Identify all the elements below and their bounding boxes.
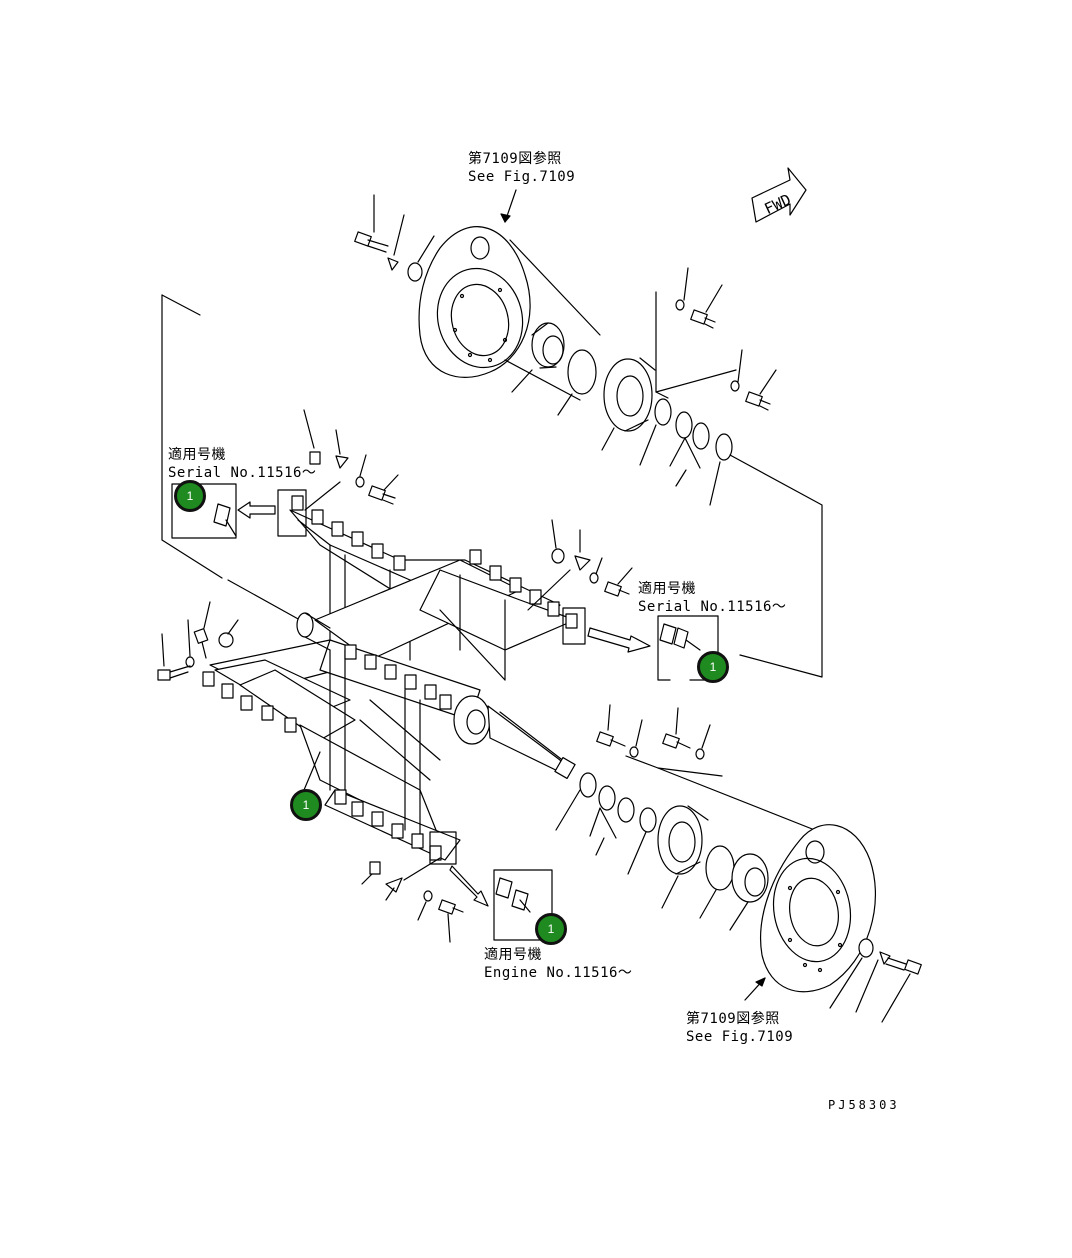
- bottom-engine-en: Engine No.11516～: [484, 965, 633, 981]
- track-frame-assembly: [162, 295, 585, 864]
- frame-hardware-lower: [304, 752, 552, 942]
- upper-cover-assembly: [355, 190, 822, 677]
- callout-marker-right[interactable]: 1: [697, 651, 729, 683]
- bottom-reference-en: See Fig.7109: [686, 1029, 794, 1045]
- callout-marker-frame[interactable]: 1: [290, 789, 322, 821]
- callout-circle-icon: 1: [709, 660, 717, 674]
- right-serial-jp: 適用号機: [638, 581, 696, 597]
- callout-circle-icon: 1: [302, 798, 310, 812]
- callout-circle-icon: 1: [186, 489, 194, 503]
- top-reference-en: See Fig.7109: [468, 169, 576, 185]
- left-serial-en: Serial No.11516～: [168, 465, 317, 481]
- callout-marker-left[interactable]: 1: [174, 480, 206, 512]
- lower-cover-assembly: [556, 705, 921, 1022]
- callout-marker-bottom[interactable]: 1: [535, 913, 567, 945]
- bottom-engine-jp: 適用号機: [484, 947, 542, 963]
- bottom-reference-jp: 第7109図参照: [686, 1011, 780, 1027]
- drawing-code: PJ58303: [828, 1098, 900, 1112]
- callout-circle-icon: 1: [547, 922, 555, 936]
- fwd-arrow-icon: FWD: [752, 168, 806, 222]
- right-serial-en: Serial No.11516～: [638, 599, 787, 615]
- left-serial-jp: 適用号機: [168, 447, 226, 463]
- top-reference-jp: 第7109図参照: [468, 151, 562, 167]
- frame-hardware-upper: [238, 410, 398, 518]
- frame-hardware-left: [158, 484, 238, 680]
